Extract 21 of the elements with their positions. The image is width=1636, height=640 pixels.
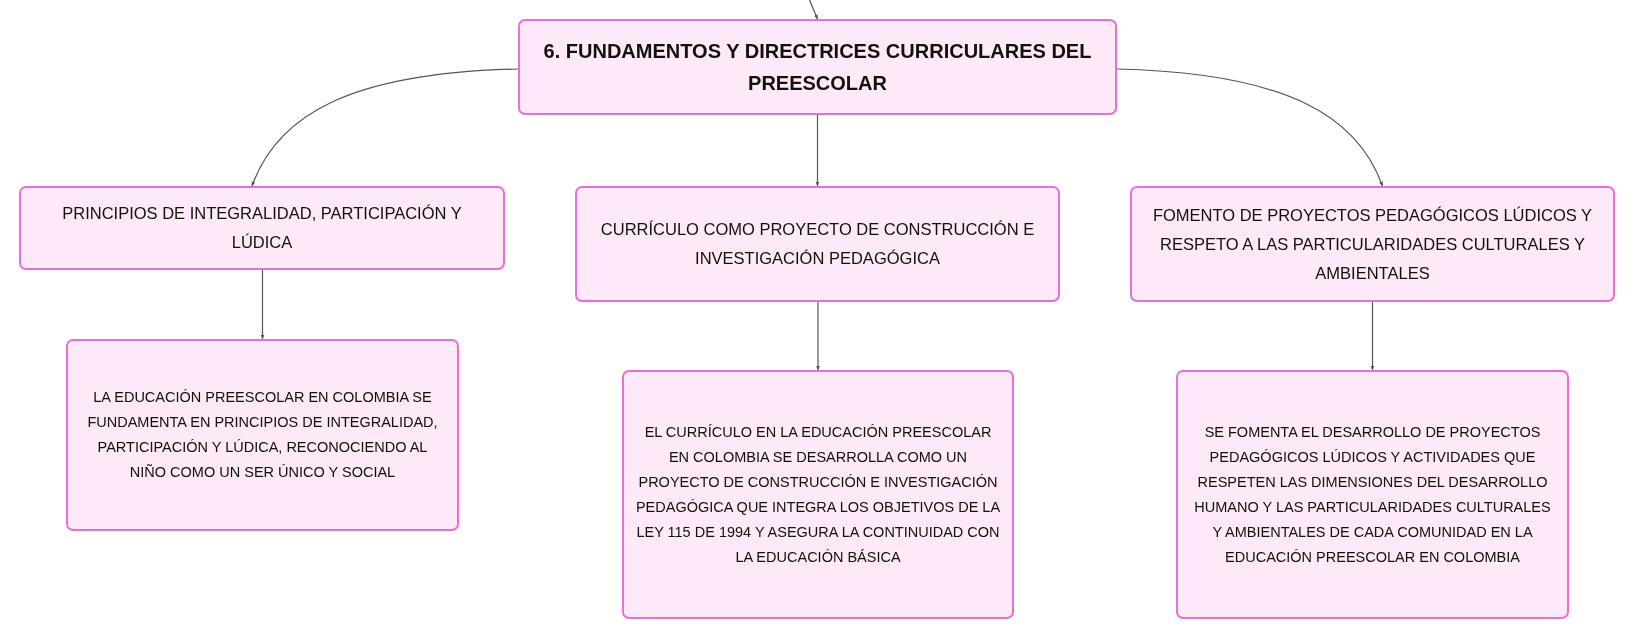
topic-box	[622, 370, 1014, 619]
connector-arrow	[808, 0, 819, 20]
topic-text: EL CURRÍCULO EN LA EDUCACIÓN PREESCOLAR EN COLOMBIA SE DESARROLLA COMO UN PROYECTO DE CONSTRUCCIÓN E INVESTIGACIÓN PEDAGÓGICA QUE INTEGRA LOS OBJETIVOS DE LA LEY 115 DE 1994 Y ASEGURA LA CONTINUIDAD CON LA EDUCACIÓN BÁSICA	[634, 422, 1002, 567]
connector-arrow	[816, 301, 820, 371]
topic-box	[19, 186, 505, 270]
topic-box	[1176, 370, 1569, 619]
connector-arrow	[815, 114, 820, 187]
topic-text: LA EDUCACIÓN PREESCOLAR EN COLOMBIA SE FUNDAMENTA EN PRINCIPIOS DE INTEGRALIDAD, PARTICIPACIÓN Y LÚDICA, RECONOCIENDO AL NIÑO COMO UN SER ÚNICO Y SOCIAL	[86, 388, 439, 482]
topic-box	[1130, 186, 1615, 302]
topic-text: CURRÍCULO COMO PROYECTO DE CONSTRUCCIÓN E INVESTIGACIÓN PEDAGÓGICA	[599, 219, 1036, 269]
topic-box	[518, 19, 1117, 115]
connector-arrow	[1370, 301, 1375, 371]
topic-text: SE FOMENTA EL DESARROLLO DE PROYECTOS PEDAGÓGICOS LÚDICOS Y ACTIVIDADES QUE RESPETEN LAS DIMENSIONES DEL DESARROLLO HUMANO Y LAS PARTICULARIDADES CULTURALES Y AMBIENTALES DE CADA COMUNIDAD EN LA EDUCACIÓN PREESCOLAR EN COLOMBIA	[1193, 422, 1552, 567]
topic-text: FOMENTO DE PROYECTOS PEDAGÓGICOS LÚDICOS Y RESPETO A LAS PARTICULARIDADES CULTURALES Y AMBIENTALES	[1151, 204, 1594, 284]
connector-arrow	[1116, 68, 1384, 187]
topic-box	[575, 186, 1060, 302]
topic-text: 6. FUNDAMENTOS Y DIRECTRICES CURRICULARES DEL PREESCOLAR	[542, 39, 1093, 96]
connector-arrow	[251, 68, 519, 187]
topic-box	[66, 339, 459, 531]
topic-text: PRINCIPIOS DE INTEGRALIDAD, PARTICIPACIÓN Y LÚDICA	[61, 203, 463, 253]
connector-arrow	[260, 269, 265, 340]
